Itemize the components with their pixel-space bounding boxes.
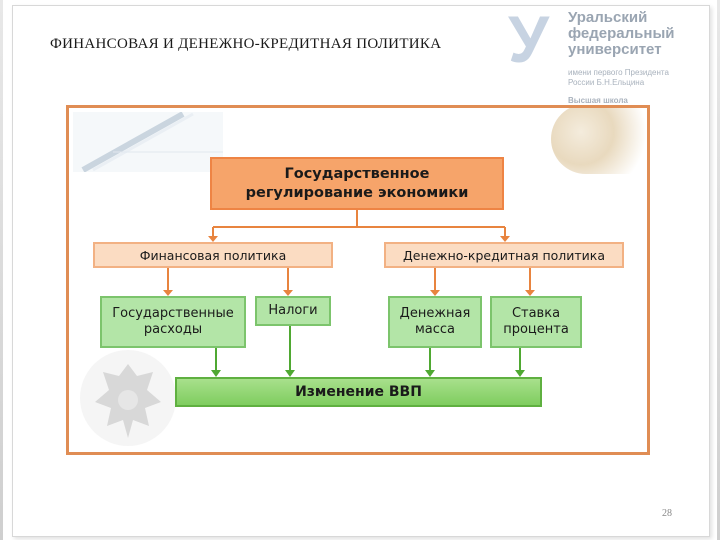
arrow-taxes-to-gdp [285, 370, 295, 377]
arrow-rate-to-gdp [515, 370, 525, 377]
arrow-to-interest-rate [525, 290, 535, 296]
logo-line-6: Высшая школа [568, 96, 628, 105]
logo-line-5: России Б.Н.Ельцина [568, 78, 645, 87]
money-supply-line-1: Денежная [399, 306, 471, 321]
arrow-to-fiscal [208, 236, 218, 242]
arrow-to-taxes [283, 290, 293, 296]
university-logo: У Уральский федеральный университет имен… [508, 6, 708, 116]
state-regulation-line-1: Государственное [284, 165, 430, 182]
left-edge-bar [0, 0, 3, 540]
interest-rate-box: Ставка процента [490, 296, 582, 348]
bank-of-russia-emblem [80, 350, 176, 446]
arrow-to-money-supply [430, 290, 440, 296]
money-supply-box: Денежная масса [388, 296, 482, 348]
logo-line-2: федеральный [568, 25, 675, 42]
logo-line-1: Уральский [568, 9, 648, 26]
slide-title: ФИНАНСОВАЯ И ДЕНЕЖНО-КРЕДИТНАЯ ПОЛИТИКА [50, 36, 442, 52]
arrow-to-monetary [500, 236, 510, 242]
monetary-policy-box: Денежно-кредитная политика [384, 242, 624, 268]
state-regulation-box: Государственное регулирование экономики [210, 157, 504, 210]
money-supply-line-2: масса [414, 322, 456, 337]
pen-illustration [73, 112, 223, 172]
gdp-change-box: Изменение ВВП [175, 377, 542, 407]
page-number: 28 [662, 508, 672, 519]
logo-mark: У [508, 2, 550, 76]
taxes-box: Налоги [255, 296, 331, 326]
arrow-money-to-gdp [425, 370, 435, 377]
interest-rate-line-2: процента [503, 322, 569, 337]
gov-spending-line-1: Государственные [112, 306, 234, 321]
gov-spending-line-2: расходы [143, 322, 203, 337]
logo-line-3: университет [568, 41, 662, 58]
fiscal-policy-box: Финансовая политика [93, 242, 333, 268]
coins-illustration [551, 108, 647, 174]
logo-line-4: имени первого Президента [568, 68, 669, 77]
right-edge-bar [717, 0, 720, 540]
arrow-spending-to-gdp [211, 370, 221, 377]
state-regulation-line-2: регулирование экономики [245, 184, 469, 201]
gov-spending-box: Государственные расходы [100, 296, 246, 348]
arrow-to-spending [163, 290, 173, 296]
interest-rate-line-1: Ставка [511, 306, 561, 321]
